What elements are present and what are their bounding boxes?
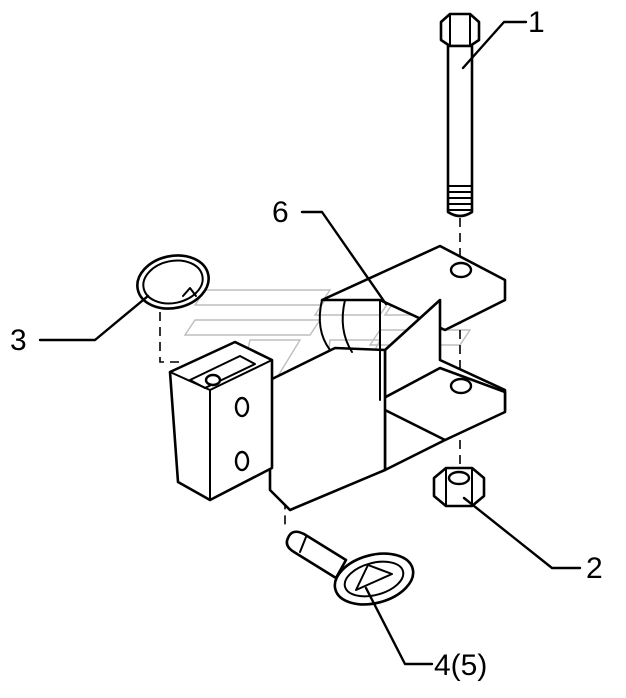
part-3-retaining-ring [136, 254, 210, 310]
bracket-lower-hole [449, 377, 473, 395]
part-4-lynch-pin [285, 530, 415, 606]
leader-line-1 [461, 20, 528, 70]
callout-6: 6 [272, 196, 289, 229]
block-top-hole [204, 373, 222, 387]
callout-1: 1 [528, 6, 545, 39]
callout-2: 2 [586, 552, 603, 585]
bolt-thread [447, 185, 473, 211]
part-2-hex-nut [432, 466, 486, 508]
part-1-hex-bolt [439, 12, 481, 218]
leader-line-6 [300, 210, 388, 306]
bracket-upper-hole [449, 261, 473, 279]
block-side-hole-lower [234, 450, 250, 472]
callout-3: 3 [10, 324, 27, 357]
callout-4-5: 4(5) [434, 649, 487, 682]
leader-line-3 [38, 294, 150, 342]
leader-line-4 [364, 586, 434, 666]
block-side-hole-upper [234, 396, 250, 418]
leader-line-2 [462, 496, 582, 570]
